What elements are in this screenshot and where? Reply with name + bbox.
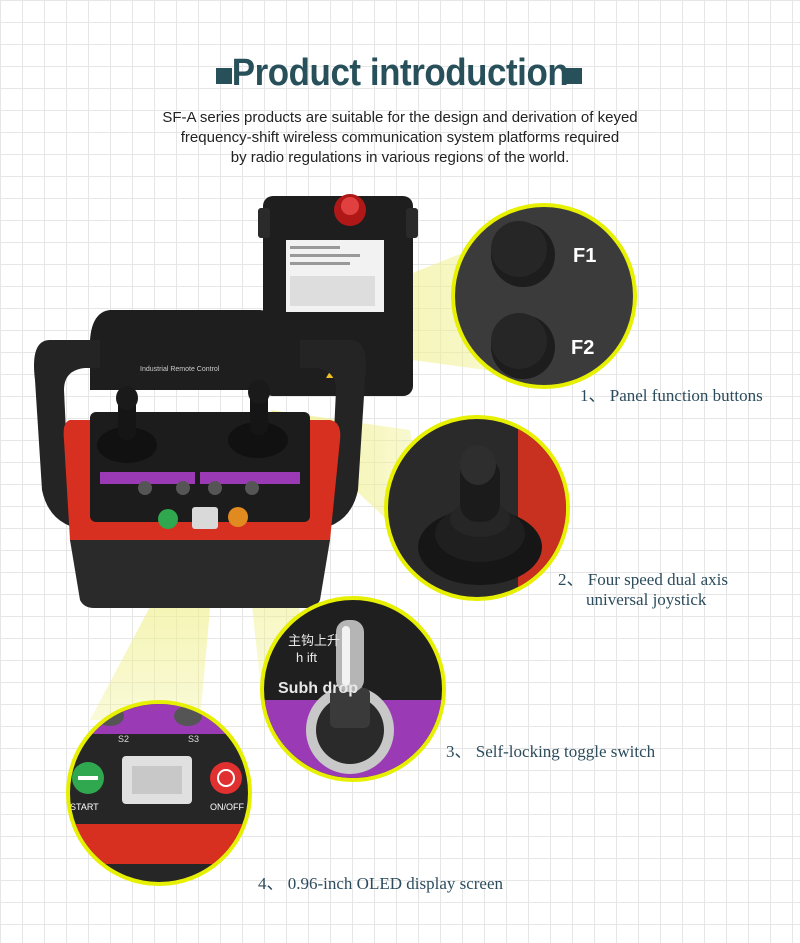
callout-panel-buttons: F1 F2 xyxy=(451,203,637,389)
title-right-marker xyxy=(566,68,582,84)
callout-toggle-switch: Subh drop 主钩上升 h ift xyxy=(260,596,446,782)
button-f2-label: F2 xyxy=(571,337,595,359)
feature-2-caption-line-2: universal joystick xyxy=(586,590,707,609)
onoff-label: ON/OFF xyxy=(210,802,244,812)
start-label: START xyxy=(70,802,99,812)
toggle-hook-text: h ift xyxy=(296,650,317,665)
toggle-cn-text: 主钩上升 xyxy=(288,633,341,648)
intro-line-2: frequency-shift wireless communication s… xyxy=(180,129,620,146)
switch-s2-label: S2 xyxy=(118,734,130,744)
button-f1-label: F1 xyxy=(573,245,597,267)
callout-display: S2 S3 START ON/OFF xyxy=(66,700,252,886)
toggle-panel-text: Subh drop xyxy=(278,680,358,697)
toggle-switch-detail xyxy=(264,620,442,778)
intro-line-1: SF-A series products are suitable for th… xyxy=(162,109,638,126)
intro-line-3: by radio regulations in various regions … xyxy=(230,149,570,166)
feature-2-caption-line-1: 2、 Four speed dual axis xyxy=(558,570,728,589)
intro-text: SF-A series products are suitable for th… xyxy=(120,108,680,168)
callout-joystick xyxy=(384,415,570,601)
title-left-marker xyxy=(216,68,232,84)
display-detail xyxy=(70,704,248,864)
feature-1-caption: 1、 Panel function buttons xyxy=(580,386,763,405)
joystick-detail xyxy=(418,419,566,597)
remote-control xyxy=(34,310,366,608)
page-title: Product introduction xyxy=(231,52,569,94)
feature-3-caption: 3、 Self-locking toggle switch xyxy=(446,742,656,761)
remote-panel-label: Industrial Remote Control xyxy=(140,366,220,373)
feature-4-caption: 4、 0.96-inch OLED display screen xyxy=(258,874,504,893)
panel-buttons-detail xyxy=(491,221,555,379)
switch-s3-label: S3 xyxy=(188,734,200,744)
